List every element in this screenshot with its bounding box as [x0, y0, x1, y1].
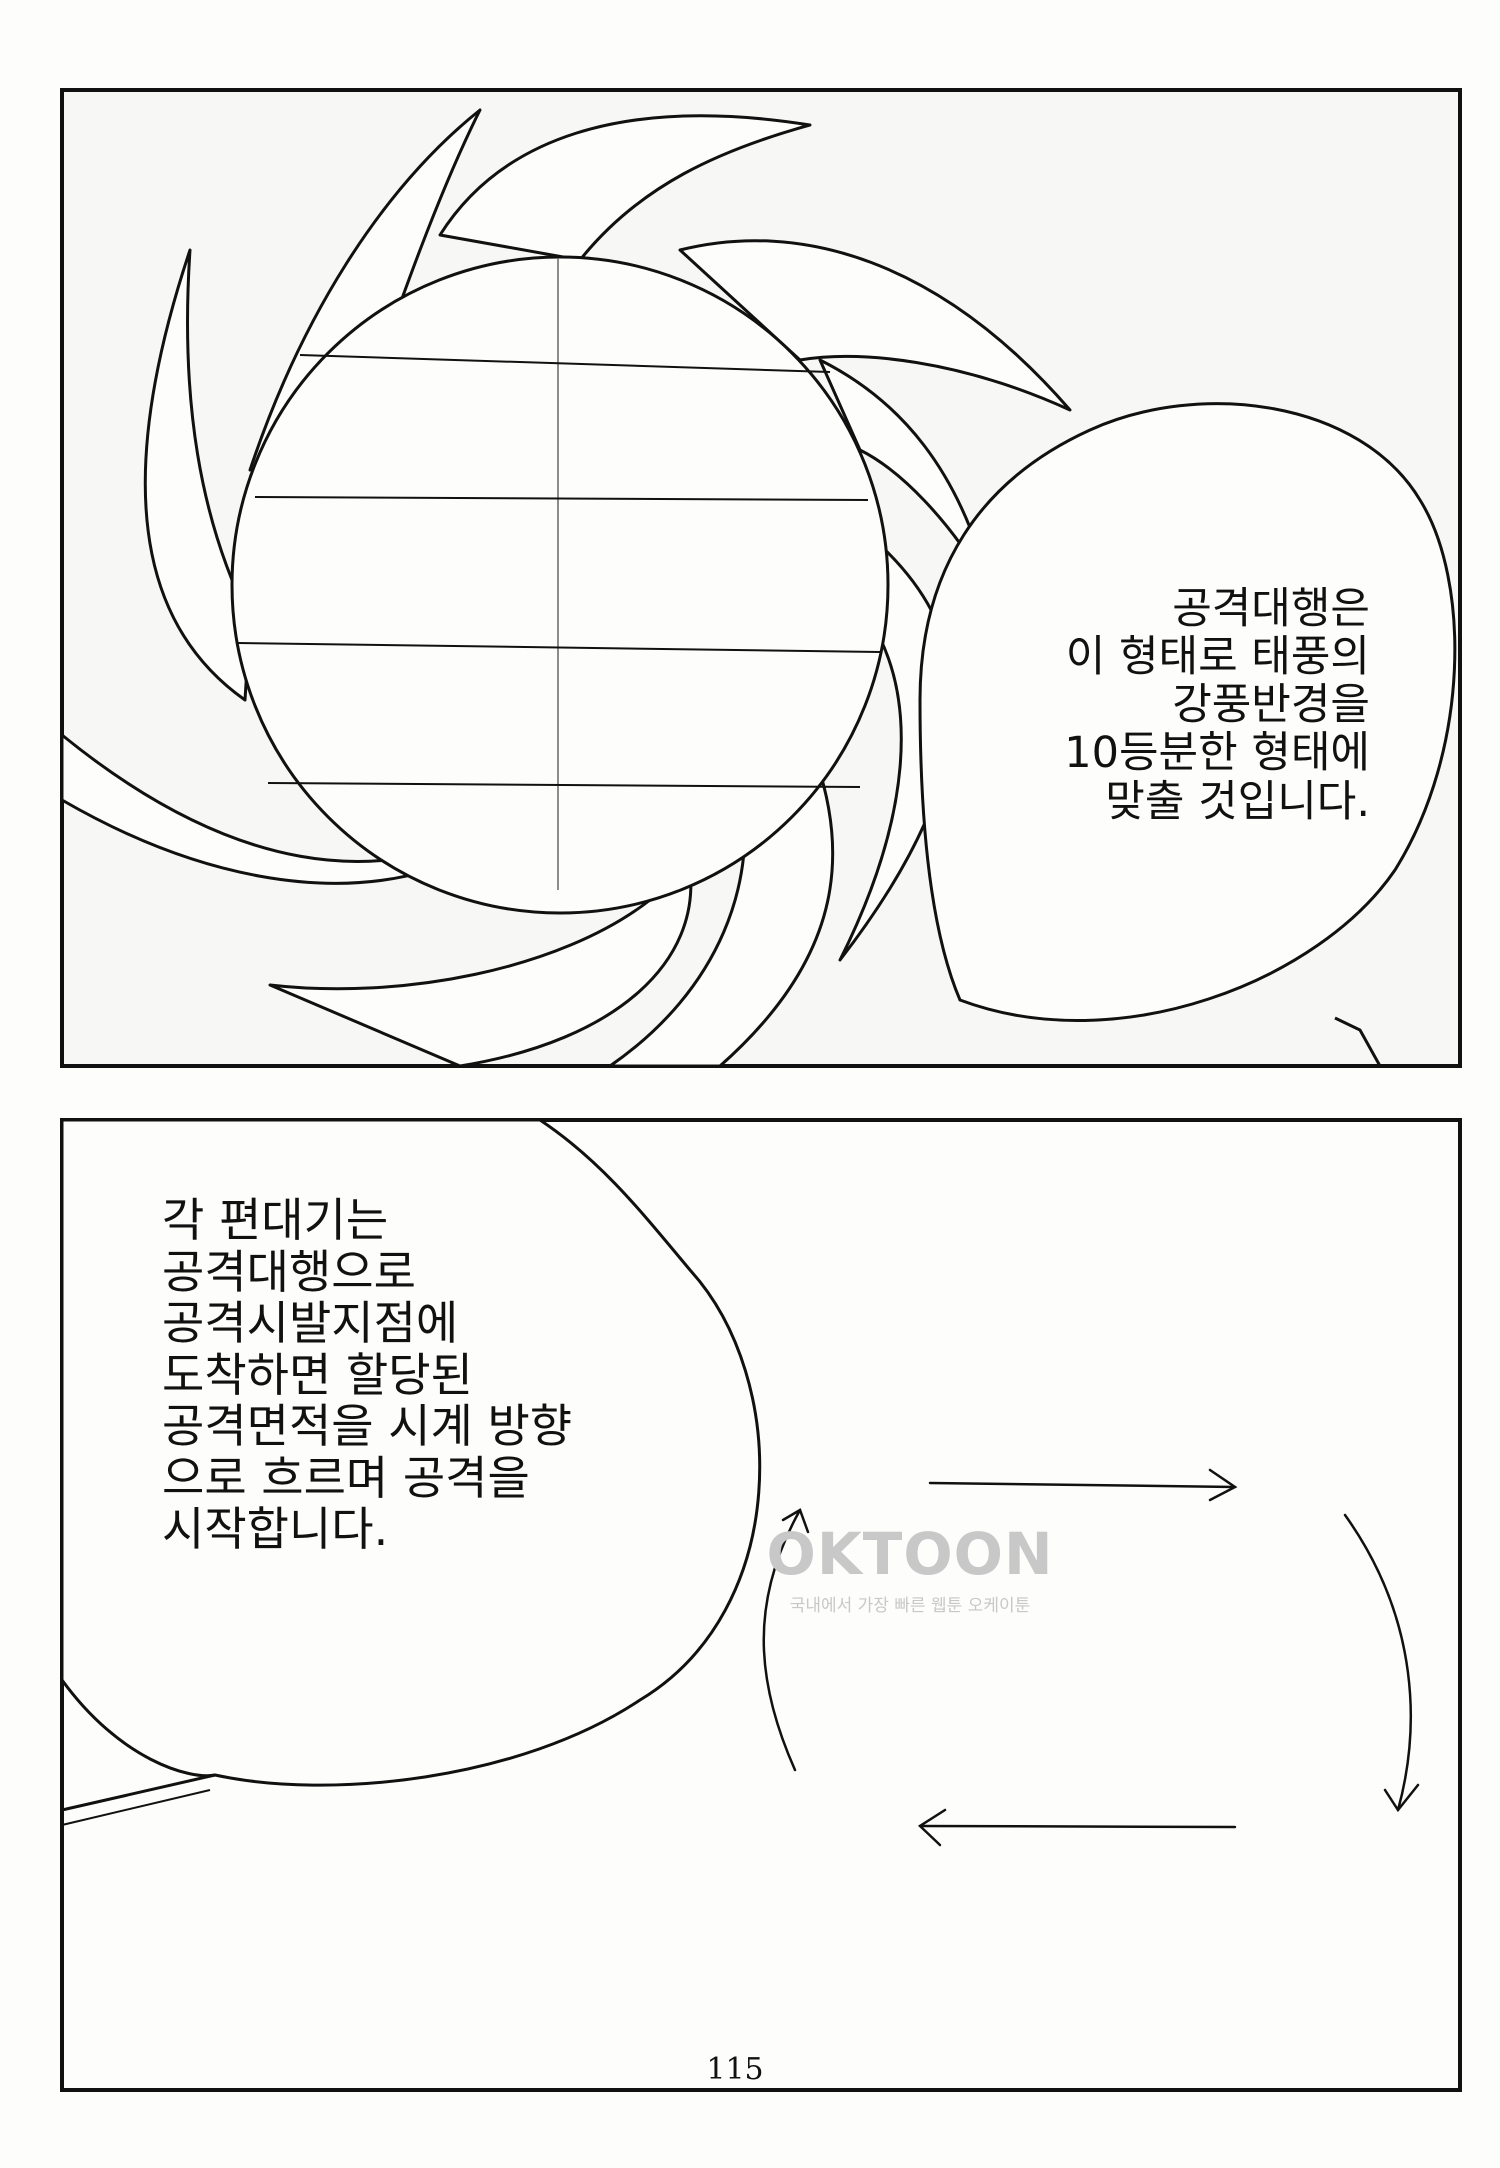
- page-number: 115: [700, 2052, 770, 2087]
- watermark-logo: OKTOON: [766, 1520, 1054, 1588]
- speech-text-1: 공격대행은 이 형태로 태풍의 강풍반경을 10등분한 형태에 맞출 것입니다.: [1064, 584, 1370, 827]
- speech-text-2: 각 편대기는 공격대행으로 공격시발지점에 도착하면 할당된 공격면적을 시계 …: [162, 1193, 573, 1557]
- speech-bubble-1: [918, 402, 1457, 1067]
- clockwise-arrows: [762, 1468, 1420, 1847]
- watermark: OKTOON 국내에서 가장 빠른 웹툰 오케이툰: [745, 1525, 1075, 1616]
- watermark-tagline: 국내에서 가장 빠른 웹툰 오케이툰: [789, 1596, 1031, 1616]
- speech-bubble-2: [60, 1118, 762, 1826]
